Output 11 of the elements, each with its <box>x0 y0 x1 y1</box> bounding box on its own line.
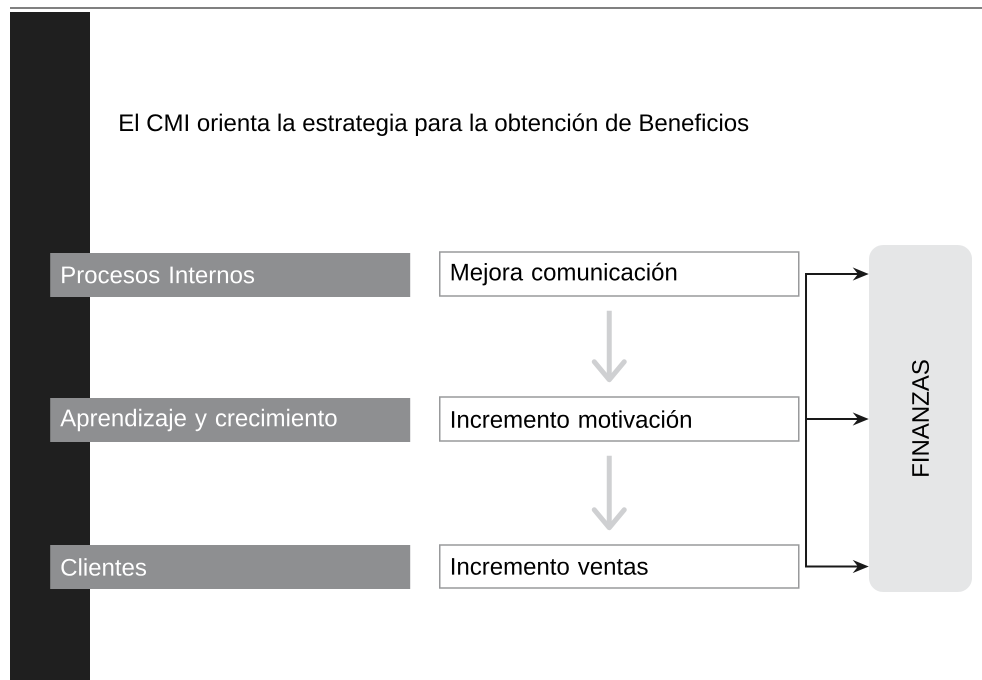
text-box: Incremento motivación <box>439 396 800 442</box>
title: El CMI orienta la estrategia para la obtención de Beneficios <box>120 113 748 136</box>
text-box: Mejora comunicación <box>439 251 800 297</box>
category-band: Clientes <box>50 545 410 589</box>
category-band: Procesos Internos <box>50 253 410 297</box>
text-box: Incremento ventas <box>439 544 800 589</box>
category-band: Aprendizaje y crecimiento <box>50 398 410 442</box>
rounded-box: FINANZAS <box>869 245 972 592</box>
connector-line <box>805 273 807 568</box>
arrow <box>592 456 627 530</box>
arrow <box>592 310 627 382</box>
